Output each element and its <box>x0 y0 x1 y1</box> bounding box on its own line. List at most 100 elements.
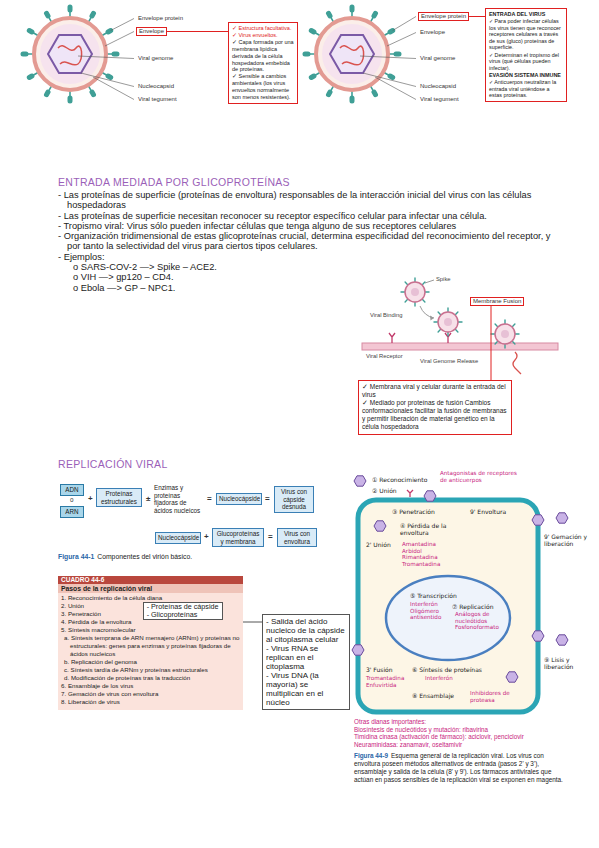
cell-membrane <box>358 500 538 712</box>
node-text: Virus con cápside desnuda <box>277 488 311 511</box>
bullet-text: - Las proteínas de superficie necesitan … <box>58 211 563 221</box>
bullet-text: - Ejemplos: <box>58 252 563 262</box>
node-text: - Glicoproteínas <box>147 611 198 619</box>
part-label: Envelope protein <box>138 15 183 22</box>
node-text: - Salida del ácido nucleico de la cápsid… <box>266 617 346 644</box>
step-label: 9' Gemación y liberación <box>544 533 594 547</box>
envelope-membrane <box>316 18 388 90</box>
highlighted-label: Envelope <box>136 27 167 36</box>
nucleocapsid <box>330 35 374 73</box>
note-text: Biosíntesis de nucleótidos y mutación: r… <box>354 726 566 734</box>
note-text: Neuraminidasa: zanamavir, oseltamivir <box>354 741 566 749</box>
virion <box>424 491 436 501</box>
node-text: 2. Unión <box>58 602 87 610</box>
node-text: 8. Liberación de virus <box>58 698 123 706</box>
node-text: ✓ Membrana viral y celular durante la en… <box>362 383 508 399</box>
figure-number: Figura 44-9 <box>354 752 388 759</box>
spike-knobs <box>305 7 399 101</box>
step-label: ① Reconocimiento <box>372 476 427 483</box>
component-box: Proteínas estructurales <box>96 488 142 507</box>
virion <box>532 631 544 641</box>
leader-lines <box>78 19 134 100</box>
component-box: ARN <box>60 506 84 518</box>
node-text: ✓ Sensible a cambios ambientales (los vi… <box>232 73 294 100</box>
virion <box>374 521 386 531</box>
step-label: ③ Penetración <box>392 508 435 515</box>
node-text: 7. Gemación de virus con envoltura <box>58 690 161 698</box>
text-block: Figura 44-9Esquema general de la replica… <box>354 752 566 784</box>
operator-symbol: = <box>207 494 212 503</box>
spike-stalks <box>26 10 114 98</box>
spike-knobs <box>23 7 117 101</box>
highlighted-label: Envelope protein <box>418 12 469 21</box>
note-text: Otras dianas importantes: <box>354 718 566 726</box>
motion-arrow <box>420 306 434 318</box>
node-text: Pasos de la replicación viral <box>58 584 243 593</box>
node-text: ✓ Mediado por proteínas de fusión Cambio… <box>362 399 508 431</box>
part-label: Viral Binding <box>370 312 402 319</box>
part-label: Viral Genome Release <box>420 358 478 365</box>
receptor-symbol <box>389 333 451 343</box>
connector <box>167 31 228 32</box>
leader-line <box>425 280 434 283</box>
step-label: ② Unión <box>372 487 397 494</box>
step-label: 3' Fusión <box>366 666 393 673</box>
nucleus <box>386 576 510 660</box>
node-text: Envelope <box>139 28 164 35</box>
drug-label: Análogos de nucleótidos Fosfonoformato <box>455 611 503 631</box>
drug-label: Inhibidores de proteasa <box>470 690 528 703</box>
part-label: Nucleocapsid <box>420 83 456 90</box>
bullet-text: - Tropismo viral: Virus sólo pueden infe… <box>58 221 563 231</box>
annotation-box: - Proteínas de cápside- Glicoproteínas <box>143 602 223 620</box>
drug-label: Tromantadina Enfuvirtida <box>366 675 414 688</box>
tegument <box>40 24 100 84</box>
node-text: ✓ Estructura facultativa. <box>232 25 291 32</box>
genome-release <box>513 352 521 374</box>
fusion-illustration <box>362 278 558 374</box>
node-text: CUADRO 44-6 <box>58 576 243 584</box>
bullet-text: o VIH —> gp120 – CD4. <box>58 272 563 282</box>
virion <box>401 278 429 306</box>
node-text: EVASIÓN SISTEMA INMUNE <box>489 72 561 79</box>
component-box: Nucleocápside <box>155 532 201 544</box>
envelope-membrane <box>34 18 106 90</box>
node-text: Nucleocápside <box>158 534 198 542</box>
node-text: - Virus RNA se replican en el citoplasma <box>266 644 346 671</box>
part-label: Nucleocapsid <box>138 83 174 90</box>
step-label: ⑥ Síntesis de proteínas <box>412 666 482 673</box>
step-label: ⑧ Ensamblaje <box>412 692 454 699</box>
node-text: ENTRADA DEL VIRUS <box>489 11 545 18</box>
cell-illustration <box>352 476 568 712</box>
node-text: ✓ Para poder infectar células los virus … <box>489 18 563 51</box>
text-block: - Las proteínas de superficie (proteínas… <box>58 190 563 293</box>
drug-label: Interferón Oligómero antisentido <box>410 601 450 621</box>
connector <box>491 306 492 380</box>
text-block: Otras dianas importantes:Biosíntesis de … <box>354 718 566 748</box>
spike-stalks <box>308 10 396 98</box>
result-box: Virus con envoltura <box>277 528 317 547</box>
result-box: Virus con cápside desnuda <box>274 486 314 513</box>
drug-label: Interferón <box>425 675 453 682</box>
step-label: ⑦ Replicación <box>452 603 493 610</box>
node-text: Nucleocápside <box>219 495 259 503</box>
part-label: Viral genome <box>420 55 455 62</box>
node-text: 4. Pérdida de la envoltura <box>58 618 135 626</box>
text-block: Figura 44-1Componentes del virión básico… <box>58 553 318 561</box>
part-label: Viral Receptor <box>366 353 403 360</box>
step-label: ④ Pérdida de la envoltura <box>400 522 470 536</box>
operator-symbol: = <box>265 494 270 503</box>
bullet-text: o SARS-COV-2 —> Spike – ACE2. <box>58 262 563 272</box>
virion <box>434 308 462 336</box>
arrow-head <box>430 316 434 321</box>
bullet-text: - Organización tridimensional de estas g… <box>58 231 563 252</box>
tegument <box>322 24 382 84</box>
part-label: Envelope <box>420 29 445 36</box>
part-label: Viral tegument <box>420 96 459 103</box>
callout-box: ✓ Estructura facultativa.✓ Virus envuelt… <box>228 22 298 104</box>
node-text: Membrane Fusion <box>473 298 521 305</box>
annotation-box: - Salida del ácido nucleico de la cápsid… <box>262 614 350 710</box>
node-text: ADN <box>65 486 78 494</box>
operator-symbol: + <box>88 494 93 503</box>
node-text: ✓ Anticuerpos neutralizan la entrada vir… <box>489 79 563 99</box>
node-text: ARN <box>65 508 78 516</box>
